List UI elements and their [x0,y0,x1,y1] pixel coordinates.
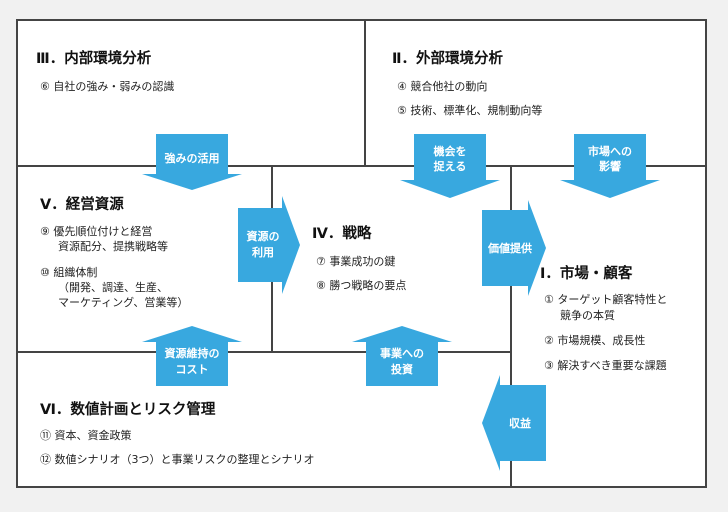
divider-row1 [16,165,707,167]
planning-item-12: ⑫ 数値シナリオ（3つ）と事業リスクの整理とシナリオ [40,453,315,466]
arrow-up-icon [142,326,242,386]
external-analysis-title: Ⅱ．外部環境分析 [392,51,504,67]
outer-border-right [705,19,707,488]
arrow-down-icon [400,134,500,198]
arrow-right-icon [238,196,300,294]
arrow-strength-use: 強みの活用 [142,134,242,190]
arrow-value-provision: 価値提供 [482,200,546,296]
planning-title: Ⅵ．数値計画とリスク管理 [40,402,216,418]
panel-background [17,20,706,487]
arrow-capture-opportunity-line1: 機会を [433,145,467,158]
arrow-revenue-label: 収益 [509,417,531,430]
arrow-market-impact-line2: 影響 [599,160,621,173]
arrow-capture-opportunity-line2: 捉える [433,160,467,173]
market-item-1-line1: ① ターゲット顧客特性と [544,293,668,306]
market-item-3: ③ 解決すべき重要な課題 [544,359,667,372]
resources-item-10-line2: （開発、調達、生産、 [58,281,168,294]
arrow-business-investment-line1: 事業への [380,347,424,360]
outer-border-top [16,19,707,21]
resources-item-10-line1: ⑩ 組織体制 [40,266,98,279]
arrow-down-icon [142,134,242,190]
resources-item-9-line2: 資源配分、提携戦略等 [58,240,168,253]
arrow-maintenance-cost-line2: コスト [175,363,209,376]
arrow-strength-use-label: 強みの活用 [164,152,220,165]
arrow-down-icon [560,134,660,198]
arrow-left-icon [482,375,546,471]
outer-border-left [16,19,18,488]
arrow-maintenance-cost: 資源維持の コスト [142,326,242,386]
strategy-item-8: ⑧ 勝つ戦略の要点 [316,279,407,292]
internal-analysis-title: Ⅲ．内部環境分析 [36,51,152,67]
external-item-4: ④ 競合他社の動向 [397,80,488,93]
market-item-2: ② 市場規模、成長性 [544,334,646,347]
market-item-1-line2: 競争の本質 [560,309,615,322]
arrow-business-investment-line2: 投資 [391,363,413,376]
arrow-value-provision-label: 価値提供 [488,242,532,255]
arrow-business-investment: 事業への 投資 [352,326,452,386]
market-title: Ⅰ．市場・顧客 [540,266,633,282]
strategy-item-7: ⑦ 事業成功の鍵 [316,255,396,268]
arrow-up-icon [352,326,452,386]
arrow-resource-use-line1: 資源の [246,230,280,243]
planning-item-11: ⑪ 資本、資金政策 [40,429,132,442]
arrow-resource-use-line2: 利用 [252,246,274,259]
resources-item-9-line1: ⑨ 優先順位付けと経営 [40,225,153,238]
arrow-revenue: 収益 [482,375,546,471]
divider-market-left [510,165,512,488]
resources-item-10-line3: マーケティング、営業等） [58,296,189,309]
arrow-capture-opportunity: 機会を 捉える [400,134,500,198]
external-item-5: ⑤ 技術、標準化、規制動向等 [397,104,543,117]
arrow-market-impact-line1: 市場への [588,145,632,158]
outer-border-bottom [16,486,707,488]
arrow-maintenance-cost-line1: 資源維持の [164,347,220,360]
divider-row2 [16,351,512,353]
arrow-market-impact: 市場への 影響 [560,134,660,198]
resources-title: Ⅴ．経営資源 [40,197,124,213]
arrow-resource-use: 資源の 利用 [238,196,300,294]
arrow-right-icon [482,200,546,296]
strategy-title: Ⅳ．戦略 [312,226,372,242]
divider-top-vertical [364,19,366,167]
internal-item-6: ⑥ 自社の強み・弱みの認識 [40,80,175,93]
